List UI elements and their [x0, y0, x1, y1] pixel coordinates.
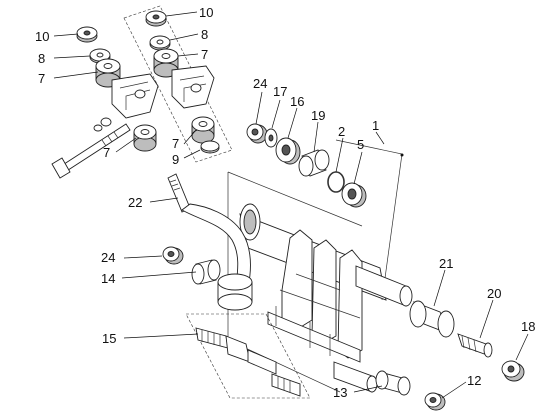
- label-8-left: 8: [38, 51, 45, 66]
- label-15: 15: [102, 331, 116, 346]
- label-8-right: 8: [201, 27, 208, 42]
- label-14: 14: [101, 271, 115, 286]
- label-24-upper: 24: [253, 76, 267, 91]
- part-labels: 10 8 7 10 8 7 7 7 9 24 17 16 19 2 1 5 22…: [35, 5, 535, 400]
- label-1: 1: [372, 118, 379, 133]
- label-16: 16: [290, 94, 304, 109]
- label-10-left: 10: [35, 29, 49, 44]
- leader-lines: [53, 11, 529, 399]
- label-2: 2: [338, 124, 345, 139]
- label-24-middle: 24: [101, 250, 115, 265]
- label-9: 9: [172, 152, 179, 167]
- label-20: 20: [487, 286, 501, 301]
- link-rod-22: [167, 173, 253, 311]
- silent-block-group-left: [51, 26, 159, 179]
- bushing-stack: [246, 123, 367, 208]
- swingarm-body: [239, 203, 413, 393]
- nut-24-bushing-14: [162, 246, 221, 285]
- label-10-right: 10: [199, 5, 213, 20]
- right-parts: [375, 300, 525, 411]
- label-21: 21: [439, 256, 453, 271]
- kit-9-box: [123, 5, 233, 163]
- label-19: 19: [311, 108, 325, 123]
- label-5: 5: [357, 137, 364, 152]
- label-13: 13: [333, 385, 347, 400]
- label-7-lower-right: 7: [172, 136, 179, 151]
- label-7-left: 7: [38, 71, 45, 86]
- label-17: 17: [273, 84, 287, 99]
- label-7-right: 7: [201, 47, 208, 62]
- label-22: 22: [128, 195, 142, 210]
- adjuster-15: [185, 313, 311, 399]
- label-12: 12: [467, 373, 481, 388]
- label-7-lower-left: 7: [103, 145, 110, 160]
- label-18: 18: [521, 319, 535, 334]
